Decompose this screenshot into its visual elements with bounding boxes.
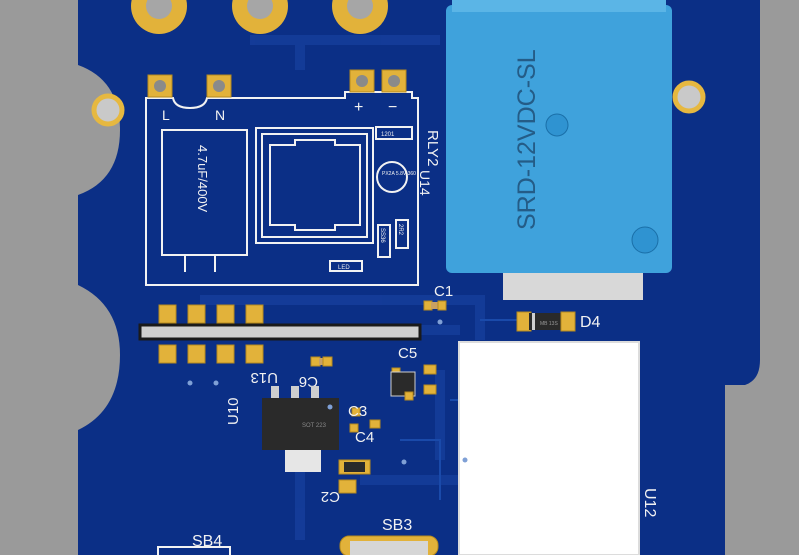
label-u10: U10 (225, 397, 242, 425)
label-rly2: RLY2 (424, 130, 441, 166)
u12-module (458, 341, 640, 555)
sb4-outline (157, 546, 231, 555)
vias (187, 319, 468, 465)
label-u14: U14 (417, 170, 433, 196)
label-l: L (162, 107, 170, 123)
c3-c4-components (349, 407, 381, 433)
label-ss36: SS36 (379, 228, 385, 243)
label-c2: C2 (321, 488, 340, 505)
label-px-small: PX2A 5.8V 360 (382, 171, 416, 177)
q-transistor (390, 364, 437, 401)
label-c5: C5 (398, 345, 417, 362)
d4-part-label: MB 13S (540, 321, 558, 327)
label-n: N (215, 107, 225, 123)
mounting-holes (91, 80, 706, 127)
label-c3: C3 (348, 403, 367, 420)
label-d4: D4 (580, 314, 601, 331)
relay-model-label: SRD-12VDC-SL (513, 49, 541, 230)
label-2r2: 2R2 (397, 224, 403, 236)
header-pads (138, 304, 422, 364)
c6-component (310, 356, 333, 367)
power-module-silkscreen (145, 91, 419, 286)
label-r1201: 1201 (381, 132, 395, 138)
label-c6: C6 (299, 373, 318, 390)
copper-traces (200, 35, 485, 540)
label-u12: U12 (641, 488, 658, 517)
label-u13: U13 (250, 369, 278, 386)
sb3-button (339, 535, 439, 555)
label-plus: + (354, 99, 363, 116)
c2-component (338, 459, 371, 494)
label-minus: − (388, 99, 397, 116)
u10-regulator (262, 386, 339, 472)
label-cap-value: 4.7uF/400V (195, 145, 210, 213)
terminal-pads (131, 0, 388, 34)
d4-component (516, 311, 576, 332)
c1-component (423, 300, 447, 311)
u10-part-label: SOT 223 (302, 423, 327, 429)
label-led: LED (338, 265, 350, 271)
label-sb3: SB3 (382, 517, 412, 534)
module-pins (147, 69, 407, 98)
relay-component (446, 0, 672, 300)
label-c4: C4 (355, 429, 374, 446)
label-sb4: SB4 (192, 533, 222, 550)
label-c1: C1 (434, 283, 453, 300)
